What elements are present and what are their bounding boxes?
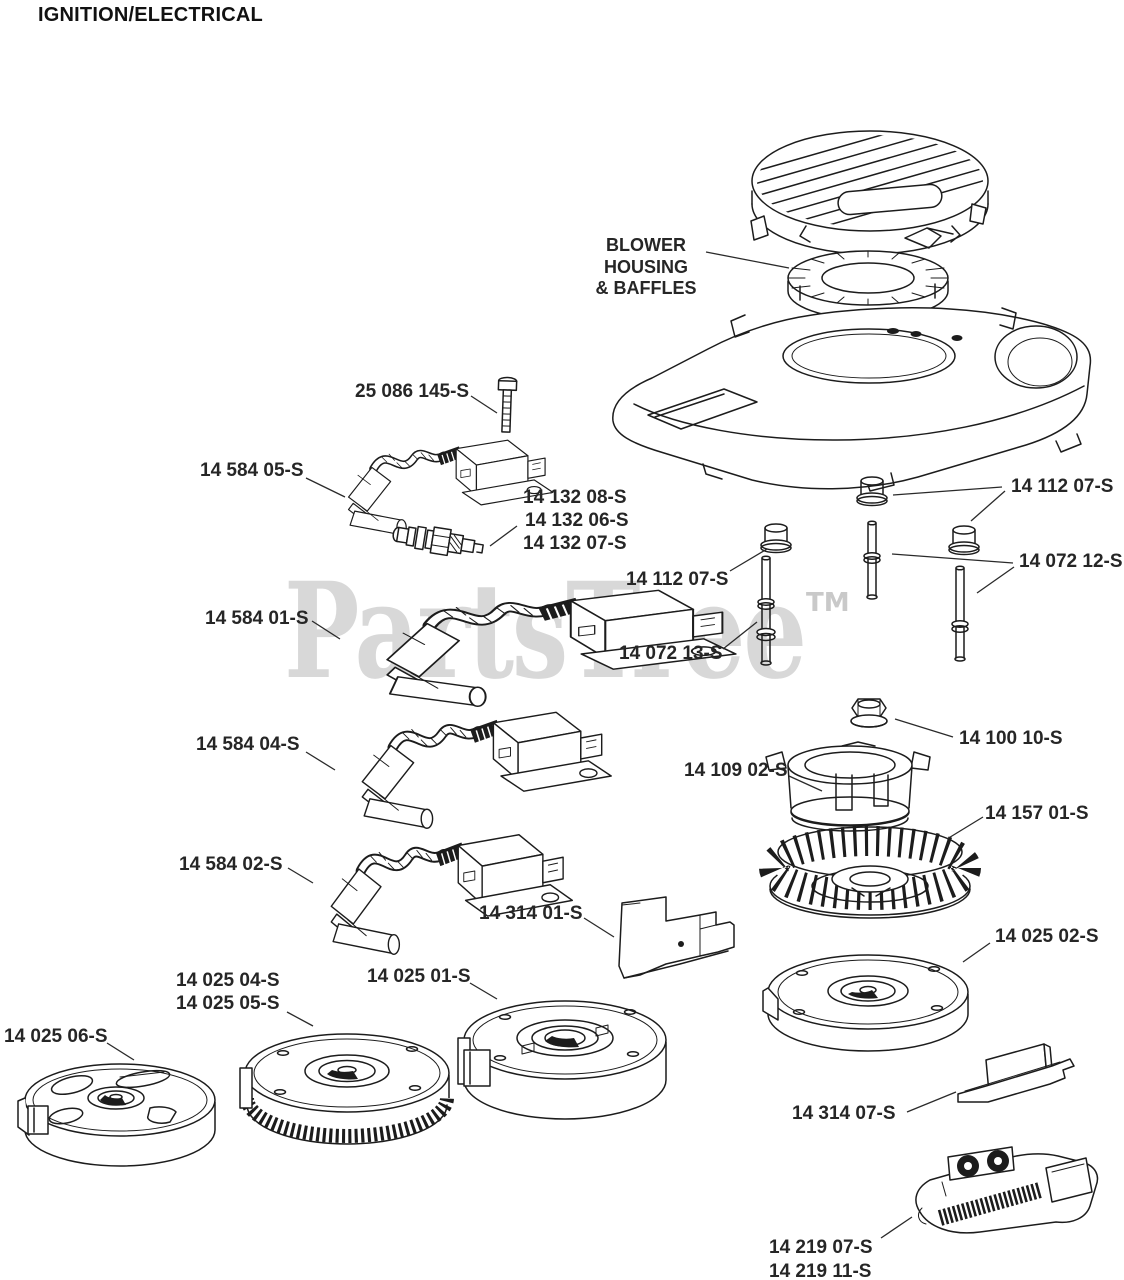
group-label-line1: BLOWER bbox=[606, 235, 686, 255]
part-label-14-109-02-s: 14 109 02-S bbox=[684, 760, 788, 781]
part-label-14-584-04-s: 14 584 04-S bbox=[196, 734, 300, 755]
watermark-tm: TM bbox=[806, 588, 850, 618]
part-label-14-132-08-s: 14 132 08-S bbox=[523, 487, 627, 508]
flywheel-02-drawing bbox=[762, 954, 969, 1052]
leader-lines bbox=[106, 251, 1015, 1239]
part-label-14-157-01-s: 14 157 01-S bbox=[985, 803, 1089, 824]
ignition-module-14-584-02 bbox=[331, 835, 572, 955]
part-label-14-072-13-s: 14 072 13-S bbox=[619, 643, 723, 664]
part-label-14-219-07-s: 14 219 07-S bbox=[769, 1237, 873, 1258]
starter-assembly-drawing bbox=[915, 1146, 1099, 1234]
part-label-14-025-01-s: 14 025 01-S bbox=[367, 966, 471, 987]
spark-plug-drawing bbox=[392, 525, 484, 557]
part-label-14-314-01-s: 14 314 01-S bbox=[479, 903, 583, 924]
part-label-14-025-04-s: 14 025 04-S bbox=[176, 970, 280, 991]
screw-drawing bbox=[497, 376, 518, 433]
page-title: IGNITION/ELECTRICAL bbox=[38, 4, 263, 26]
part-label-14-025-02-s: 14 025 02-S bbox=[995, 926, 1099, 947]
part-label-14-584-02-s: 14 584 02-S bbox=[179, 854, 283, 875]
spacer-bushing-drawing bbox=[760, 476, 980, 556]
part-label-25-086-145-s: 25 086 145-S bbox=[355, 381, 470, 402]
part-label-14-132-06-s: 14 132 06-S bbox=[525, 510, 629, 531]
stud-drawings bbox=[756, 520, 969, 666]
baffle-plate-drawing bbox=[618, 896, 735, 979]
flange-nut-drawing bbox=[850, 698, 888, 728]
flywheel-01-drawing bbox=[457, 1000, 667, 1120]
part-label-14-314-07-s: 14 314 07-S bbox=[792, 1103, 896, 1124]
part-label-14-025-06-s: 14 025 06-S bbox=[4, 1026, 108, 1047]
part-label-14-100-10-s: 14 100 10-S bbox=[959, 728, 1063, 749]
group-label-line3: & BAFFLES bbox=[595, 278, 697, 298]
ignition-module-14-584-04 bbox=[362, 712, 611, 828]
part-label-14-072-12-s: 14 072 12-S bbox=[1019, 551, 1123, 572]
blower-housing-drawing bbox=[612, 130, 1092, 492]
part-label-14-584-05-s: 14 584 05-S bbox=[200, 460, 304, 481]
flywheel-ring-gear-drawing bbox=[239, 1033, 455, 1145]
flywheel-fan-drawing bbox=[759, 826, 981, 919]
bracket-drawing bbox=[957, 1043, 1075, 1103]
part-label-14-025-05-s: 14 025 05-S bbox=[176, 993, 280, 1014]
part-label-14-132-07-s: 14 132 07-S bbox=[523, 533, 627, 554]
group-label-line2: HOUSING bbox=[603, 256, 688, 277]
part-label-14-112-07-s-left: 14 112 07-S bbox=[626, 569, 729, 590]
part-label-14-584-01-s: 14 584 01-S bbox=[205, 608, 309, 629]
part-label-14-112-07-s-right: 14 112 07-S bbox=[1011, 476, 1114, 497]
retainer-cup-drawing bbox=[765, 741, 931, 832]
blower-housing-group-label: BLOWER HOUSING & BAFFLES bbox=[586, 235, 706, 300]
part-label-14-219-11-s: 14 219 11-S bbox=[769, 1261, 872, 1280]
flywheel-06-drawing bbox=[17, 1063, 216, 1167]
